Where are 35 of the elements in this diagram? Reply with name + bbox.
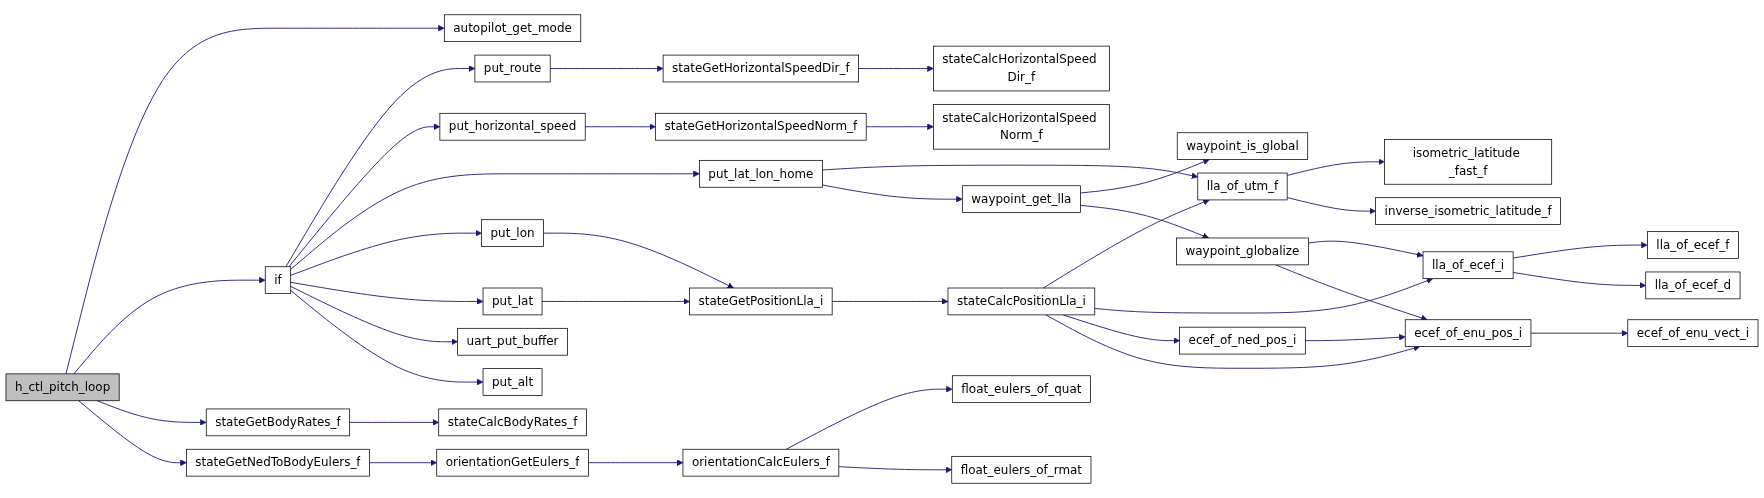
node-box: waypoint_get_lla xyxy=(961,185,1081,213)
node-box: waypoint_is_global xyxy=(1176,132,1309,160)
node-box: stateCalcHorizontalSpeed Dir_f xyxy=(933,45,1110,92)
node-box: put_horizontal_speed xyxy=(439,112,586,141)
node-box: float_eulers_of_rmat xyxy=(951,455,1092,484)
node-box: orientationCalcEulers_f xyxy=(682,448,840,477)
node-box: stateGetHorizontalSpeedNorm_f xyxy=(655,112,867,141)
node-box: put_lat_lon_home xyxy=(698,159,823,188)
node-box: isometric_latitude _fast_f xyxy=(1384,139,1553,185)
node-box: ecef_of_enu_vect_i xyxy=(1627,319,1759,347)
node-box: put_lon xyxy=(481,219,544,247)
node-box: uart_put_buffer xyxy=(457,327,568,356)
node-box: put_route xyxy=(474,54,551,83)
node-box: stateCalcHorizontalSpeed Norm_f xyxy=(933,104,1110,150)
node-box: waypoint_globalize xyxy=(1176,237,1309,266)
node-box: h_ctl_pitch_loop xyxy=(5,373,120,402)
node-box: stateGetHorizontalSpeedDir_f xyxy=(662,54,859,83)
node-box: lla_of_ecef_f xyxy=(1647,231,1739,259)
node-box: lla_of_ecef_i xyxy=(1422,251,1514,280)
node-box: lla_of_utm_f xyxy=(1197,172,1288,201)
node-box: stateGetPositionLla_i xyxy=(689,287,833,316)
node-box: put_alt xyxy=(482,368,543,396)
node-box: stateGetNedToBodyEulers_f xyxy=(186,448,370,477)
node-box: float_eulers_of_quat xyxy=(951,375,1091,403)
node-box: inverse_isometric_latitude_f xyxy=(1375,197,1561,225)
node-box: ecef_of_ned_pos_i xyxy=(1179,326,1306,355)
node-box: stateCalcPositionLla_i xyxy=(947,287,1096,316)
node-box: lla_of_ecef_d xyxy=(1645,271,1741,300)
node-box: put_lat xyxy=(482,287,543,316)
node-box: ecef_of_enu_pos_i xyxy=(1404,319,1532,347)
node-box: autopilot_get_mode xyxy=(443,14,582,43)
node-box: orientationGetEulers_f xyxy=(436,448,589,477)
node-box: stateGetBodyRates_f xyxy=(205,408,351,437)
node-box: stateCalcBodyRates_f xyxy=(438,408,587,437)
node-box: if xyxy=(264,266,292,294)
